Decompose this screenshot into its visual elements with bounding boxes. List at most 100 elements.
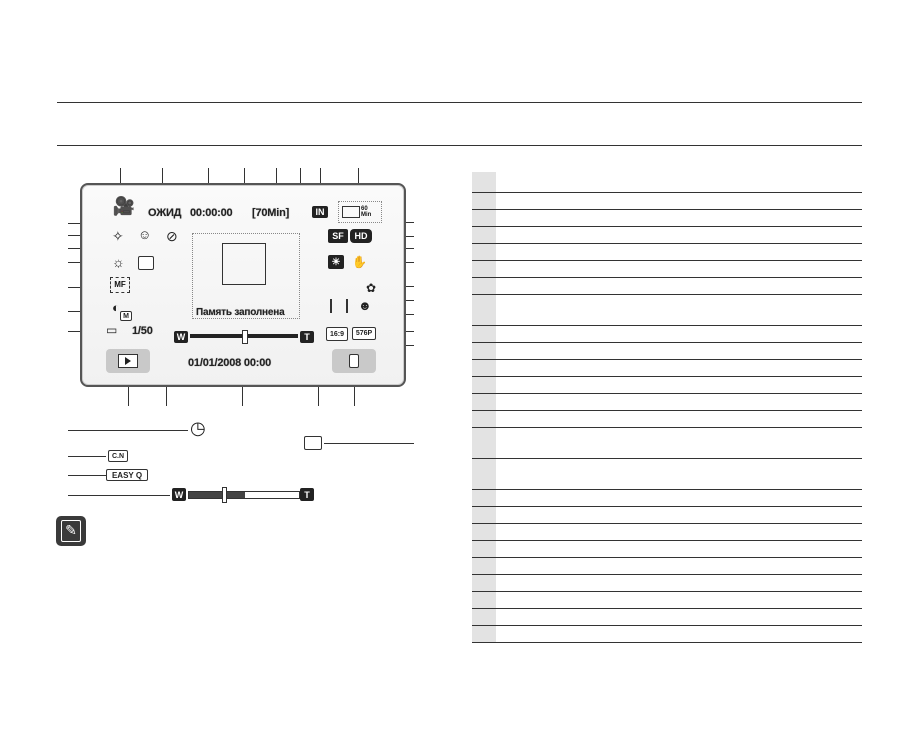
remaining-time: [70Min] — [252, 207, 290, 219]
memory-full-message: Память заполнена — [196, 307, 285, 318]
callout-line — [354, 384, 355, 406]
menu-button[interactable] — [332, 349, 376, 373]
table-description-cell — [496, 295, 862, 325]
table-number-cell — [472, 490, 496, 506]
header-rule-top — [57, 102, 862, 103]
table-row — [472, 490, 862, 507]
table-description-cell — [496, 507, 862, 523]
play-icon — [118, 354, 138, 368]
callout-line — [68, 235, 90, 236]
legend-zoom-thumb — [222, 487, 227, 503]
table-description-cell — [496, 261, 862, 277]
table-number-cell — [472, 394, 496, 410]
table-row — [472, 360, 862, 377]
legend-table — [472, 172, 862, 643]
table-row — [472, 343, 862, 360]
table-row — [472, 172, 862, 193]
table-description-cell — [496, 428, 862, 458]
table-description-cell — [496, 278, 862, 294]
callout-line — [208, 168, 209, 192]
photo-counter: 1/50 — [132, 325, 153, 337]
table-number-cell — [472, 592, 496, 608]
table-description-cell — [496, 343, 862, 359]
table-description-cell — [496, 592, 862, 608]
battery-icon — [342, 206, 360, 218]
table-row — [472, 428, 862, 459]
callout-line — [68, 495, 170, 496]
table-description-cell — [496, 626, 862, 642]
table-row — [472, 459, 862, 490]
battery-indicator: 60 Min — [338, 201, 382, 223]
table-number-cell — [472, 459, 496, 489]
table-description-cell — [496, 490, 862, 506]
frame-badge: 576P — [352, 327, 376, 340]
table-description-cell — [496, 459, 862, 489]
fader-icon — [330, 299, 348, 313]
callout-line — [68, 475, 106, 476]
self-timer-icon: ◷ — [190, 418, 206, 438]
zoom-wide-badge: W — [174, 331, 188, 343]
header-rule-bottom — [57, 145, 862, 146]
manual-exposure-icon: ◐ — [112, 300, 120, 315]
callout-line — [324, 443, 414, 444]
table-number-cell — [472, 609, 496, 625]
table-description-cell — [496, 244, 862, 260]
back-light-icon: ☀ — [328, 255, 344, 269]
callout-line — [404, 314, 414, 315]
table-description-cell — [496, 541, 862, 557]
quality-badge: SF — [328, 229, 348, 243]
table-number-cell — [472, 558, 496, 574]
callout-line — [68, 430, 188, 431]
play-button[interactable] — [106, 349, 150, 373]
digital-effect-icon: ☻ — [358, 298, 372, 313]
table-number-cell — [472, 626, 496, 642]
m-badge: M — [120, 311, 132, 321]
table-row — [472, 411, 862, 428]
table-number-cell — [472, 507, 496, 523]
table-description-cell — [496, 609, 862, 625]
table-row — [472, 278, 862, 295]
legend-zoom-track — [188, 491, 300, 499]
table-number-cell — [472, 428, 496, 458]
status-text: ОЖИД — [148, 207, 182, 219]
callout-line — [120, 168, 121, 192]
tape-icon — [304, 436, 322, 450]
memory-badge: IN — [312, 206, 328, 218]
table-number-cell — [472, 360, 496, 376]
table-row — [472, 377, 862, 394]
easy-q-badge: EASY Q — [106, 469, 148, 481]
face-icon: ☺ — [138, 227, 152, 242]
table-description-cell — [496, 326, 862, 342]
video-camera-icon: 🎥 — [112, 196, 136, 216]
white-balance-sun-icon: ☼ — [112, 254, 125, 270]
table-description-cell — [496, 210, 862, 226]
table-description-cell — [496, 394, 862, 410]
table-row — [472, 592, 862, 609]
table-number-cell — [472, 377, 496, 393]
table-row — [472, 326, 862, 343]
focus-frame — [222, 243, 266, 285]
table-row — [472, 575, 862, 592]
table-number-cell — [472, 244, 496, 260]
timecode: 00:00:00 — [190, 207, 233, 219]
note-icon: ✎ — [56, 516, 86, 546]
table-row — [472, 193, 862, 210]
table-row — [472, 609, 862, 626]
table-number-cell — [472, 261, 496, 277]
legend-zoom-tele: T — [300, 488, 314, 501]
table-row — [472, 524, 862, 541]
table-row — [472, 261, 862, 278]
table-number-cell — [472, 326, 496, 342]
table-number-cell — [472, 575, 496, 591]
table-row — [472, 244, 862, 261]
table-row — [472, 626, 862, 643]
table-description-cell — [496, 172, 862, 192]
table-description-cell — [496, 524, 862, 540]
aspect-badge: 16:9 — [326, 327, 348, 341]
program-ae-icon — [138, 256, 154, 270]
callout-line — [68, 456, 106, 457]
cn-badge: C.N — [108, 450, 128, 462]
table-description-cell — [496, 411, 862, 427]
battery-text: 60 Min — [361, 206, 372, 218]
manual-focus-icon: MF — [110, 277, 130, 293]
